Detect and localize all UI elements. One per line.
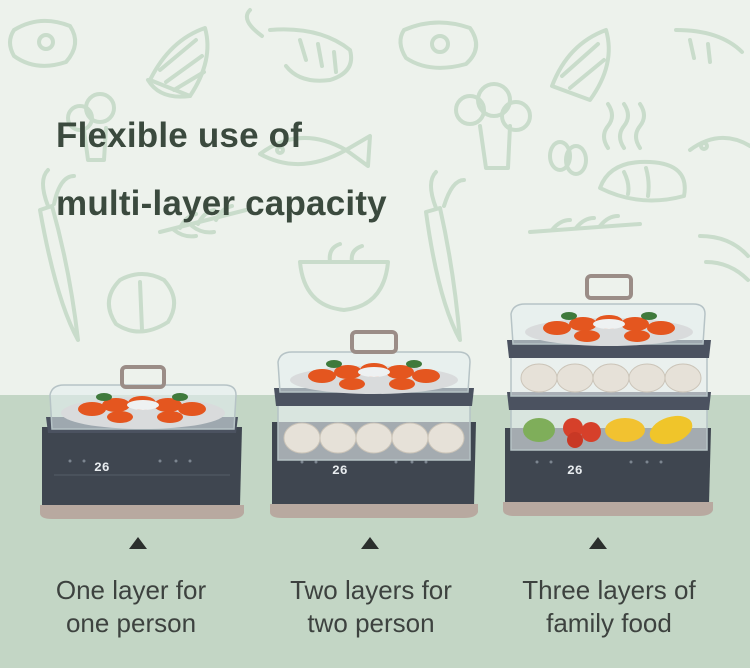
steak-icon bbox=[398, 20, 478, 70]
caption-two-layers: Two layers for two person bbox=[256, 574, 486, 640]
wheat-icon bbox=[528, 214, 642, 234]
corn-icon bbox=[550, 28, 611, 102]
egg-icon bbox=[548, 140, 588, 176]
display-readout: 26 bbox=[94, 460, 110, 475]
caption-three-layers: Three layers of family food bbox=[494, 574, 724, 640]
caption-line-2: family food bbox=[546, 608, 672, 638]
bread-icon bbox=[598, 159, 687, 203]
carrot-icon bbox=[424, 170, 466, 342]
caption-line-1: Three layers of bbox=[522, 575, 696, 605]
lettuce-icon bbox=[107, 272, 176, 334]
carrot-icon bbox=[38, 168, 80, 342]
lid-handle bbox=[585, 274, 633, 300]
caption-line-2: one person bbox=[65, 608, 197, 638]
up-triangle-icon bbox=[129, 537, 147, 549]
steam-icon bbox=[602, 102, 646, 150]
product-two-layers: 26 bbox=[270, 330, 478, 518]
display-readout: 26 bbox=[332, 463, 348, 478]
corn-icon bbox=[146, 26, 210, 99]
broccoli-icon bbox=[454, 82, 532, 170]
headline-line-2: multi-layer capacity bbox=[56, 184, 387, 223]
display-readout: 26 bbox=[567, 463, 583, 478]
wheat-icon bbox=[158, 204, 248, 239]
caption-line-1: One layer for bbox=[55, 575, 207, 605]
up-triangle-icon bbox=[361, 537, 379, 549]
soup-bowl-icon bbox=[298, 242, 390, 312]
caption-line-1: Two layers for bbox=[290, 575, 452, 605]
broccoli-icon bbox=[66, 92, 116, 162]
lettuce-icon bbox=[698, 234, 750, 282]
shrimp-icon bbox=[245, 8, 353, 83]
steak-icon bbox=[8, 18, 78, 68]
base-body bbox=[42, 427, 242, 515]
base-trim bbox=[270, 504, 478, 518]
headline-line-1: Flexible use of bbox=[56, 116, 303, 155]
base-trim bbox=[503, 502, 713, 516]
fish-icon bbox=[688, 135, 750, 152]
lid-handle bbox=[120, 365, 166, 389]
up-triangle-icon bbox=[589, 537, 607, 549]
food-doodle-background bbox=[8, 8, 750, 342]
base-trim bbox=[40, 505, 244, 519]
fish-icon bbox=[258, 134, 372, 168]
caption-line-2: two person bbox=[307, 608, 435, 638]
product-one-layer: 26 bbox=[40, 365, 244, 519]
headline: Flexible use of multi-layer capacity bbox=[56, 102, 387, 238]
shrimp-icon bbox=[674, 28, 744, 64]
product-three-layers: 26 bbox=[503, 274, 713, 516]
lid-handle bbox=[350, 330, 398, 354]
caption-one-layer: One layer for one person bbox=[16, 574, 246, 640]
